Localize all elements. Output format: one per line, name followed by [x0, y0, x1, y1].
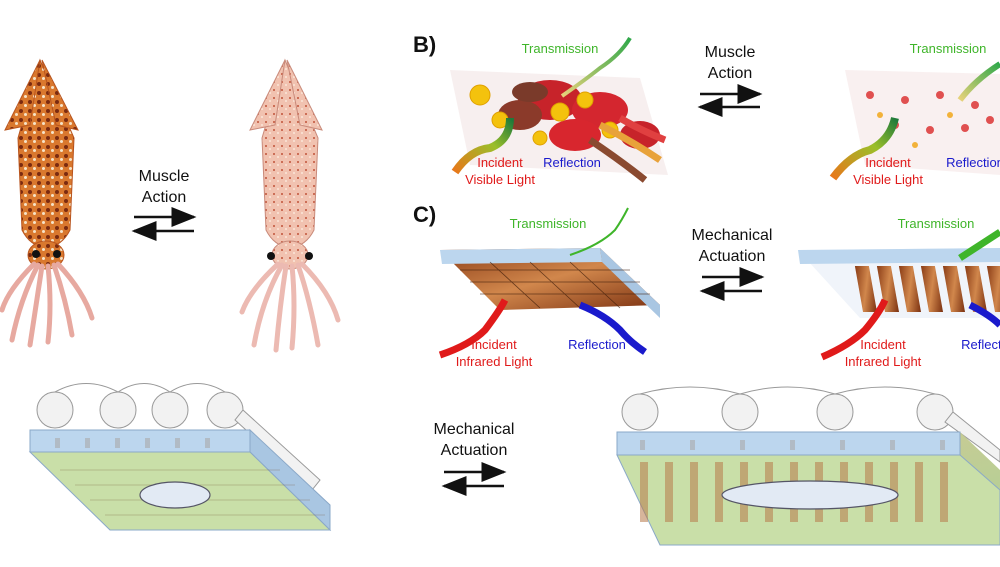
incident-light-arrow: [829, 116, 899, 181]
transmission-arrow: [569, 207, 629, 256]
transmission-label-b2: Transmission: [910, 41, 987, 56]
ir-film-relaxed: [440, 248, 660, 318]
device-stretched: [616, 386, 1000, 546]
muscle-action-b-line1: Muscle: [705, 44, 756, 61]
ir-film-stretched: [798, 248, 1000, 318]
squid-light: [239, 58, 341, 353]
incident-label-c2-line1: Incident: [860, 337, 906, 352]
transmission-label-c2: Transmission: [898, 216, 975, 231]
reflection-label-c2: Reflection: [961, 337, 1000, 352]
device-relaxed: [28, 383, 332, 532]
incident-label-b1-line1: Incident: [477, 155, 523, 170]
panel-letter-c: C): [413, 202, 436, 227]
reflection-label-b1: Reflection: [543, 155, 601, 170]
incident-label-b1-line2: Visible Light: [465, 172, 535, 187]
incident-label-c1-line2: Infrared Light: [456, 354, 533, 369]
transmission-arrow: [560, 36, 632, 98]
transmission-label-c1: Transmission: [510, 216, 587, 231]
muscle-action-b-line2: Action: [708, 65, 752, 82]
squid-dark: [0, 58, 95, 348]
reflection-arrow: [578, 301, 647, 355]
mechanical-actuation-d-line2: Actuation: [441, 442, 508, 459]
incident-light-arrow: [820, 298, 889, 361]
reflection-arrow: [968, 301, 1000, 328]
transmission-arrow: [958, 229, 1000, 261]
mechanical-actuation-c-line1: Mechanical: [692, 227, 773, 244]
mechanical-actuation-c-line2: Actuation: [699, 248, 766, 265]
incident-light-arrow: [451, 117, 514, 175]
reflection-label-c1: Reflection: [568, 337, 626, 352]
incident-label-c2-line2: Infrared Light: [845, 354, 922, 369]
panel-letter-b: B): [413, 32, 436, 57]
incident-label-b2-line1: Incident: [865, 155, 911, 170]
transmission-label-b1: Transmission: [522, 41, 599, 56]
muscle-action-a-line2: Action: [142, 189, 186, 206]
mechanical-actuation-d-line1: Mechanical: [434, 421, 515, 438]
chromatophore-cluster-expanded: [450, 70, 668, 175]
incident-label-c1-line1: Incident: [471, 337, 517, 352]
incident-label-b2-line2: Visible Light: [853, 172, 923, 187]
muscle-action-a-line1: Muscle: [139, 168, 190, 185]
incident-light-arrow: [438, 298, 509, 359]
transmission-arrow: [957, 61, 1000, 102]
reflection-label-b2: Reflection: [946, 155, 1000, 170]
